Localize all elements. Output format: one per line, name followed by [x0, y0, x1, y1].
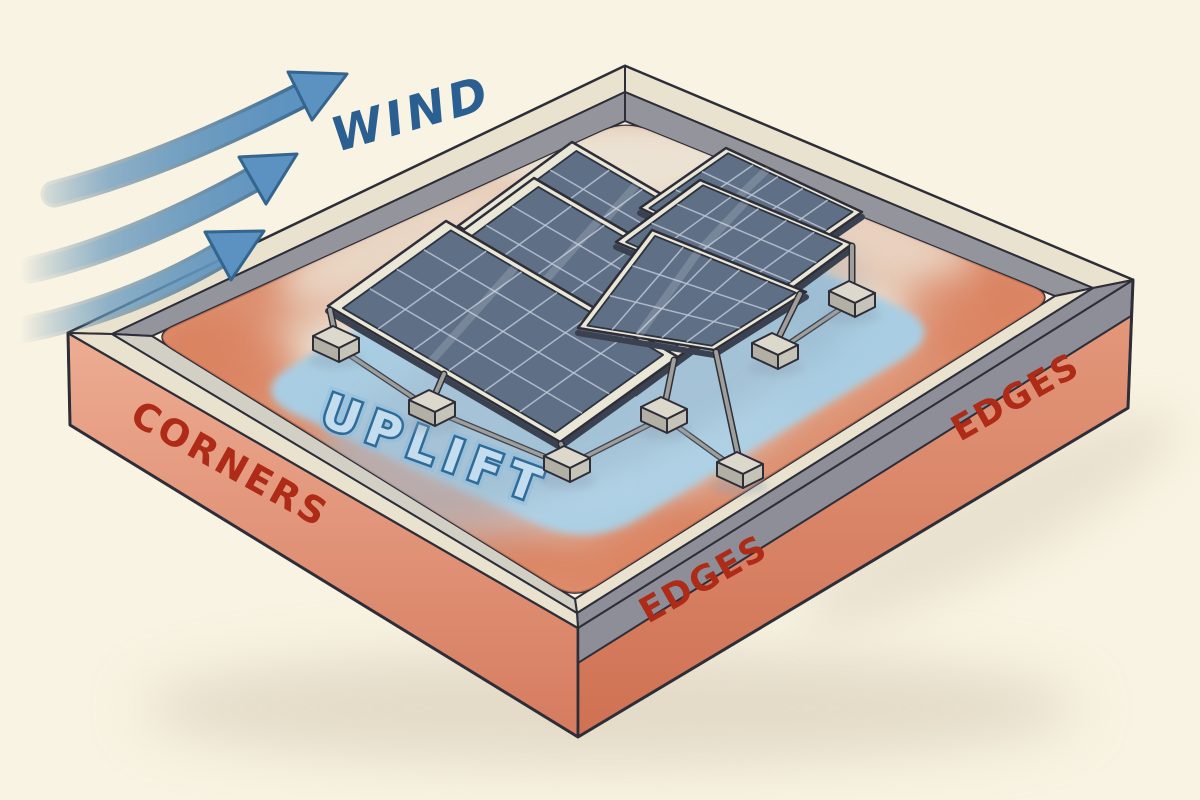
grid-line: [676, 203, 817, 264]
grid-line: [661, 269, 741, 339]
ballast-block-side: [666, 408, 688, 434]
ballast-mount: [824, 242, 880, 324]
wind-arrow-icon: [8, 229, 266, 344]
grid-line: [632, 265, 769, 312]
ballast-block-side: [777, 344, 799, 370]
wind-arrow-head: [237, 152, 299, 206]
parapet-band-inner: [111, 333, 578, 614]
grid-line: [686, 280, 769, 343]
roof-parapet: [67, 65, 1134, 629]
panel-sheen: [635, 248, 702, 339]
panel-grid: [609, 246, 769, 343]
wind-arrow-head: [203, 229, 266, 282]
ballast-mount: [636, 356, 692, 440]
wind-arrow-shaft: [12, 246, 228, 340]
wind-arrow-shaft: [44, 86, 310, 204]
ballast-block-side: [569, 457, 591, 483]
ballast-mount: [712, 348, 768, 495]
ballast-mount: [404, 370, 460, 433]
solar-panel: [325, 219, 681, 451]
grid-line: [636, 258, 712, 335]
ballast-block-side: [854, 292, 876, 318]
building-walls: [66, 64, 1135, 739]
grid-line: [423, 249, 637, 375]
wind-arrow-head: [286, 70, 349, 122]
grid-line: [611, 246, 684, 331]
wind-arrow-icon: [16, 152, 299, 284]
solar-array: [308, 140, 880, 495]
support-post: [714, 350, 742, 466]
panel-grid: [369, 249, 637, 414]
ballast-block-side: [742, 463, 764, 489]
ballast-mount: [747, 290, 804, 376]
wind-flow: [8, 70, 349, 344]
nw-edge-light: [280, 172, 520, 304]
grid-line: [701, 170, 827, 231]
ballast-mount: [539, 440, 595, 489]
wind-arrow-shaft: [20, 170, 262, 280]
building-shadow: [803, 412, 1177, 628]
grid-line: [609, 295, 740, 329]
ballast-block-side: [338, 337, 360, 363]
ballast-block-side: [434, 401, 456, 427]
wind-arrow-icon: [40, 70, 349, 208]
grid-line: [651, 222, 792, 283]
panel-sheen: [428, 263, 519, 365]
ballast-mount: [308, 306, 364, 369]
solar-panel: [575, 228, 809, 359]
grid-line: [396, 268, 610, 395]
grid-line: [369, 288, 583, 414]
